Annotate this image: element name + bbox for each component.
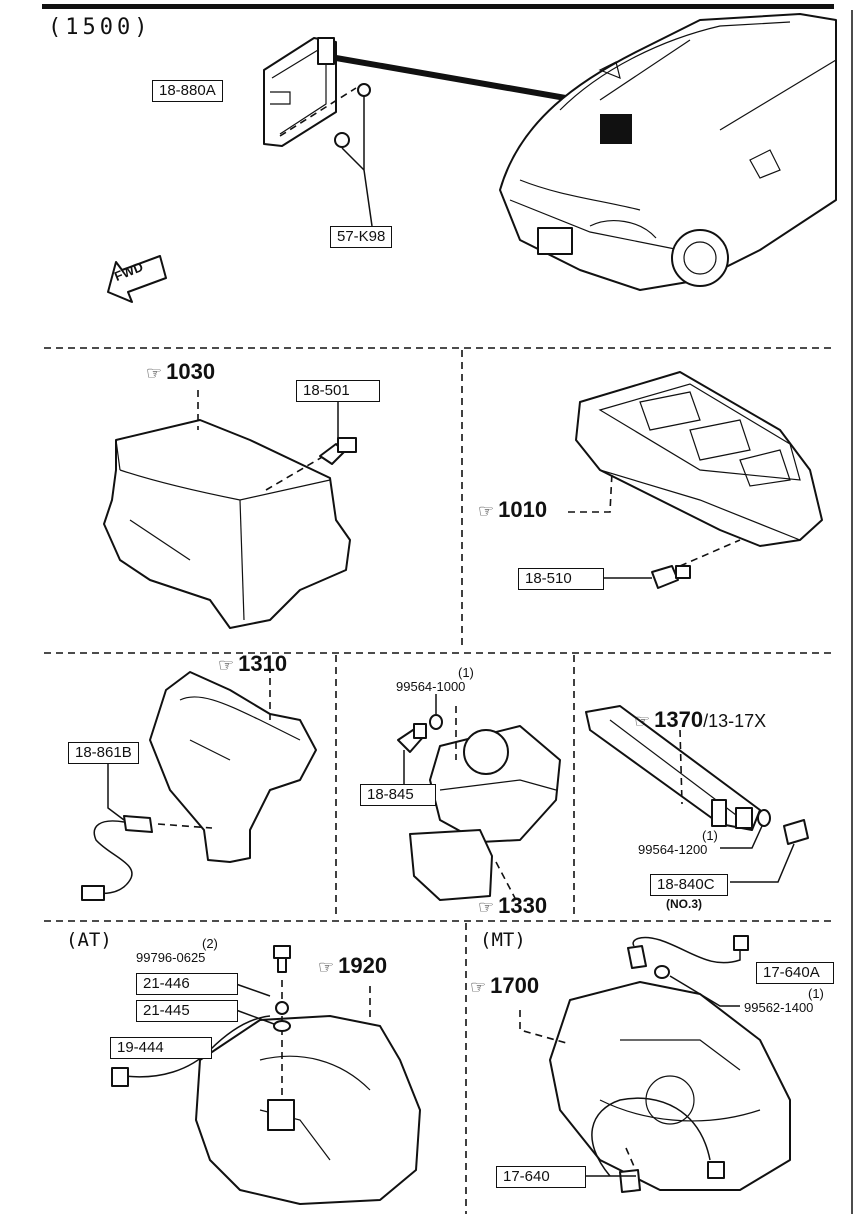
note-18-840C: (NO.3) xyxy=(666,897,702,911)
fwd-arrow xyxy=(107,255,167,303)
section-at-label: (AT) xyxy=(66,929,112,951)
pointing-hand-icon: ☞ xyxy=(634,711,651,731)
ref-1310-label: 1310 xyxy=(238,651,288,676)
fuel-rail-1370 xyxy=(585,705,809,883)
part-18-510[interactable]: 18-510 xyxy=(518,568,604,590)
ref-1700-label: 1700 xyxy=(490,973,540,998)
section-mt-label: (MT) xyxy=(480,929,526,951)
ref-1010[interactable]: ☞1010 xyxy=(478,497,548,522)
part-99562-1400[interactable]: 99562-1400 xyxy=(744,1000,814,1015)
ref-1920-label: 1920 xyxy=(338,953,388,978)
ref-1330-label: 1330 xyxy=(498,893,548,918)
exhaust-manifold-1310 xyxy=(81,666,317,901)
qty-99562-1400: (1) xyxy=(808,986,824,1001)
part-18-840C[interactable]: 18-840C xyxy=(650,874,728,896)
part-21-445[interactable]: 21-445 xyxy=(136,1000,238,1022)
part-18-501[interactable]: 18-501 xyxy=(296,380,380,402)
qty-99564-1200: (1) xyxy=(702,828,718,843)
engine-block-1030 xyxy=(103,390,357,629)
part-18-880A[interactable]: 18-880A xyxy=(152,80,223,102)
part-21-446[interactable]: 21-446 xyxy=(136,973,238,995)
part-17-640A[interactable]: 17-640A xyxy=(756,962,834,984)
qty-99796-0625: (2) xyxy=(202,936,218,951)
part-17-640[interactable]: 17-640 xyxy=(496,1166,586,1188)
pointing-hand-icon: ☞ xyxy=(318,957,335,977)
transmission-1920-at xyxy=(111,945,421,1205)
part-99796-0625[interactable]: 99796-0625 xyxy=(136,950,206,965)
ref-1370-label: 1370 xyxy=(654,707,704,732)
part-18-845[interactable]: 18-845 xyxy=(360,784,436,806)
transmission-1700-mt xyxy=(519,935,791,1193)
page-title: (1500) xyxy=(48,15,152,40)
pointing-hand-icon: ☞ xyxy=(146,363,163,383)
pointing-hand-icon: ☞ xyxy=(478,501,495,521)
ref-1330[interactable]: ☞1330 xyxy=(478,893,548,918)
top-border xyxy=(42,4,834,9)
ref-1700[interactable]: ☞1700 xyxy=(470,973,540,998)
ref-1370-suffix: /13-17X xyxy=(703,711,767,731)
ref-1920[interactable]: ☞1920 xyxy=(318,953,388,978)
ref-1370[interactable]: ☞1370/13-17X xyxy=(634,707,767,732)
part-18-861B[interactable]: 18-861B xyxy=(68,742,139,764)
ecu-bracket-drawing xyxy=(263,37,601,227)
ref-1010-label: 1010 xyxy=(498,497,548,522)
part-57-K98[interactable]: 57-K98 xyxy=(330,226,393,248)
intake-1330 xyxy=(397,694,561,901)
part-19-444[interactable]: 19-444 xyxy=(110,1037,212,1059)
car-drawing xyxy=(499,13,837,291)
qty-99564-1000: (1) xyxy=(458,665,474,680)
ref-1310[interactable]: ☞1310 xyxy=(218,651,288,676)
pointing-hand-icon: ☞ xyxy=(478,897,495,917)
pointing-hand-icon: ☞ xyxy=(470,977,487,997)
cylinder-head-1010 xyxy=(568,371,823,589)
ref-1030-label: 1030 xyxy=(166,359,216,384)
part-99564-1200[interactable]: 99564-1200 xyxy=(638,842,708,857)
part-99564-1000[interactable]: 99564-1000 xyxy=(396,679,466,694)
pointing-hand-icon: ☞ xyxy=(218,655,235,675)
ref-1030[interactable]: ☞1030 xyxy=(146,359,216,384)
